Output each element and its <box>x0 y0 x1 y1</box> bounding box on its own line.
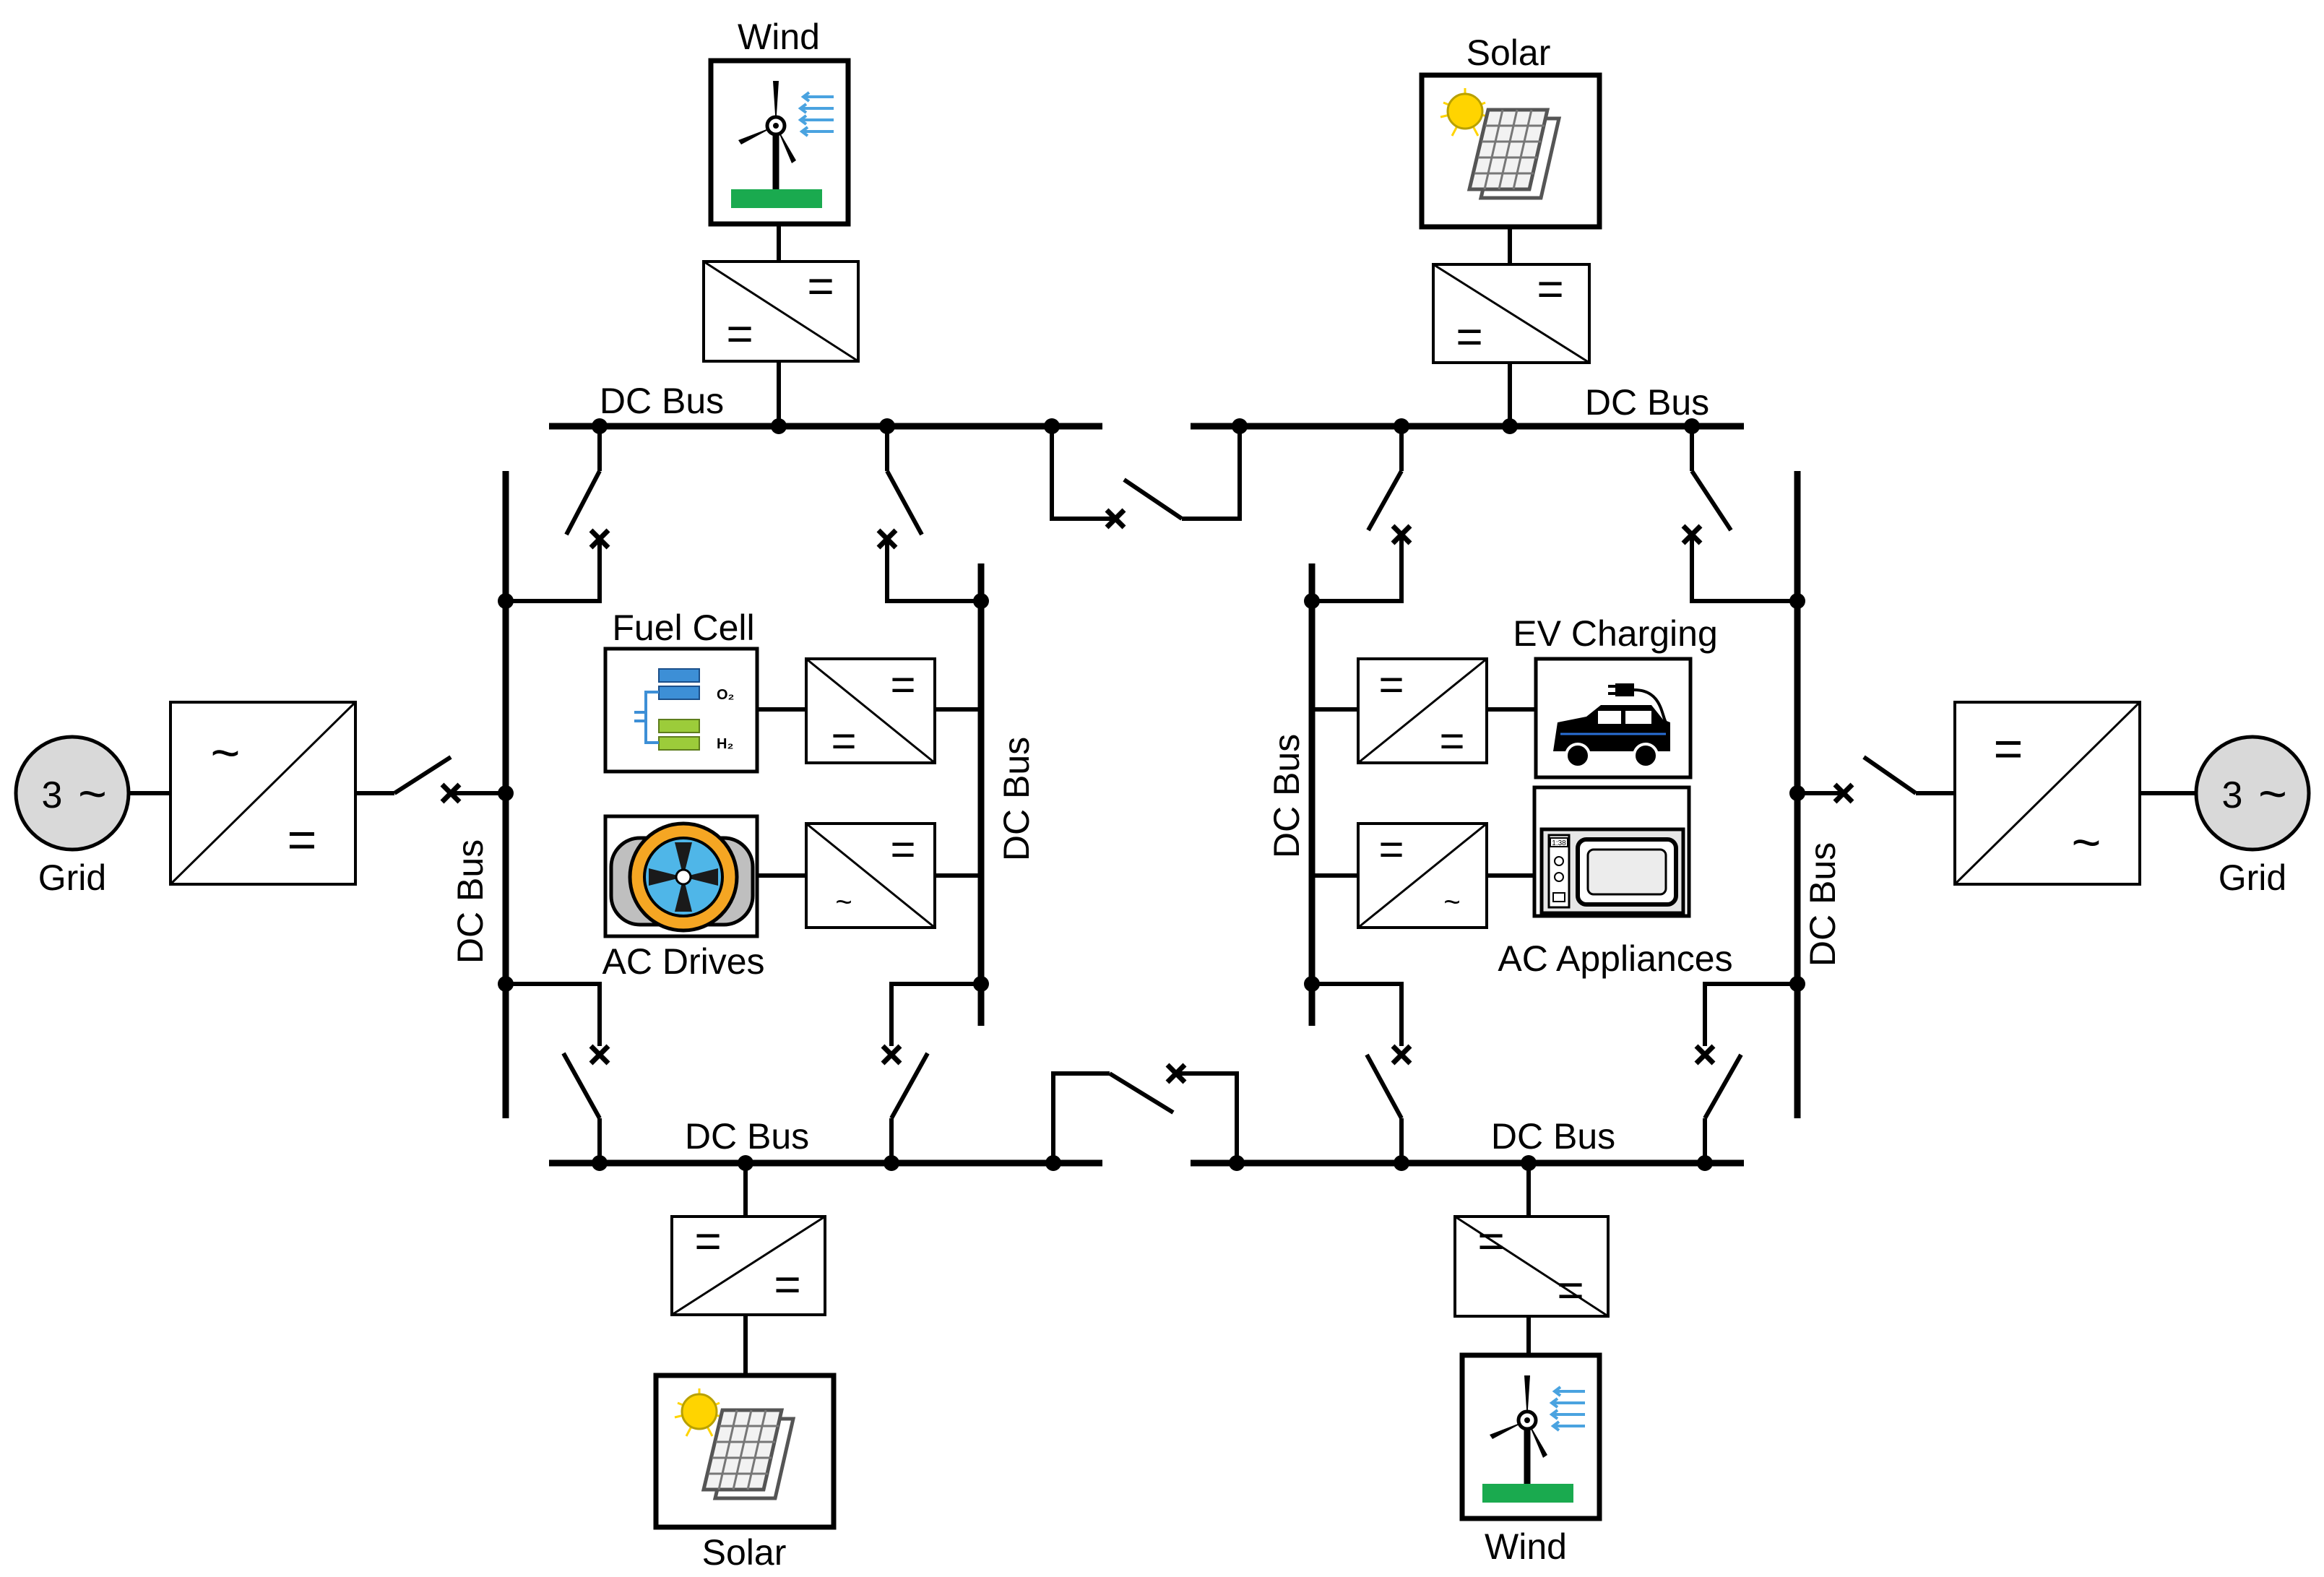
circuit-breaker <box>1312 426 1412 603</box>
dc-bus-label-top-left: DC Bus <box>600 381 724 421</box>
ev-charging-label: EV Charging <box>1513 613 1718 654</box>
grid-breaker-right <box>1797 755 1955 804</box>
tie-breaker-bottom <box>1051 1063 1239 1163</box>
dc-symbol: = <box>726 308 753 360</box>
dc-dc-converter: = = <box>1357 657 1488 765</box>
grid-phases: 3 <box>42 774 63 816</box>
dc-symbol: = <box>831 717 856 765</box>
oxygen-label: O₂ <box>717 687 734 703</box>
wind-label-bottom-right: Wind <box>1485 1526 1567 1567</box>
fuel-cell-label: Fuel Cell <box>612 608 754 648</box>
circuit-breaker <box>876 426 981 603</box>
ac-symbol: ~ <box>835 886 852 918</box>
dc-bus-label-bottom-right: DC Bus <box>1491 1116 1615 1157</box>
grid-phases: 3 <box>2222 774 2243 816</box>
dc-symbol: = <box>1456 311 1482 363</box>
circuit-breaker <box>506 426 610 603</box>
dc-symbol: = <box>1537 263 1563 315</box>
solar-panel-icon <box>1419 72 1602 230</box>
circuit-breaker <box>1694 982 1797 1163</box>
wind-label-top-left: Wind <box>738 17 820 57</box>
dc-dc-converter: = = <box>1432 263 1591 364</box>
grid-source-right: 3 ~ <box>2194 735 2311 852</box>
grid-breaker-left <box>355 755 506 804</box>
dc-bus-label-inner-left: DC Bus <box>996 737 1037 861</box>
dc-symbol: = <box>288 811 317 868</box>
circuit-breaker <box>506 982 610 1163</box>
fuel-cell-icon: O₂ H₂ <box>603 647 759 774</box>
ac-drives-label: AC Drives <box>602 941 764 982</box>
microwave-clock: 1:38 <box>1552 839 1566 847</box>
wind-turbine-icon <box>708 58 851 227</box>
dc-symbol: = <box>1557 1264 1584 1316</box>
hydrogen-label: H₂ <box>717 736 733 752</box>
solar-panel-icon <box>653 1373 837 1530</box>
ac-symbol: ~ <box>1443 886 1460 918</box>
grid-label-right: Grid <box>2219 857 2286 898</box>
dc-bus-label-top-right: DC Bus <box>1585 382 1709 423</box>
dc-symbol: = <box>1378 660 1404 709</box>
grid-label-left: Grid <box>38 857 106 898</box>
dc-dc-converter: = = <box>1453 1215 1610 1318</box>
dc-dc-converter: = = <box>702 260 860 363</box>
circuit-breaker <box>1312 982 1412 1163</box>
grid-wave-symbol: ~ <box>2258 766 2287 821</box>
dc-ac-converter: = ~ <box>1953 701 2141 886</box>
dc-ac-converter: = ~ <box>805 822 936 929</box>
dc-symbol: = <box>1994 720 2023 777</box>
ac-dc-converter: ~ = <box>169 701 357 886</box>
dc-dc-converter: = = <box>805 657 936 765</box>
dc-symbol: = <box>890 825 915 873</box>
ac-symbol: ~ <box>2072 814 2101 870</box>
dc-symbol: = <box>807 260 834 312</box>
dc-symbol: = <box>1378 825 1404 873</box>
dc-dc-converter: = = <box>670 1215 826 1316</box>
ac-drive-icon <box>603 814 759 938</box>
ac-appliances-label: AC Appliances <box>1498 938 1732 979</box>
circuit-breaker <box>1681 426 1797 603</box>
dc-bus-label-inner-right: DC Bus <box>1266 734 1307 858</box>
circuit-breaker <box>881 982 981 1163</box>
dc-symbol: = <box>1477 1215 1504 1267</box>
solar-label-top-right: Solar <box>1466 33 1551 73</box>
dc-symbol: = <box>774 1258 800 1310</box>
grid-source-left: 3 ~ <box>14 735 131 852</box>
dc-bus-label-right: DC Bus <box>1802 842 1843 967</box>
dc-bus-label-bottom-left: DC Bus <box>685 1116 809 1157</box>
dc-bus-label-left: DC Bus <box>450 839 491 964</box>
grid-wave-symbol: ~ <box>78 766 107 821</box>
dc-ac-converter: = ~ <box>1357 822 1488 929</box>
solar-label-bottom-left: Solar <box>702 1532 787 1573</box>
ev-charging-icon <box>1534 657 1693 779</box>
tie-breaker-top <box>1050 426 1242 530</box>
dc-symbol: = <box>694 1215 721 1267</box>
wind-turbine-icon <box>1459 1352 1602 1521</box>
dc-symbol: = <box>890 660 915 709</box>
ac-symbol: ~ <box>211 725 241 781</box>
dc-symbol: = <box>1439 717 1464 765</box>
microwave-icon: 1:38 <box>1532 785 1691 918</box>
